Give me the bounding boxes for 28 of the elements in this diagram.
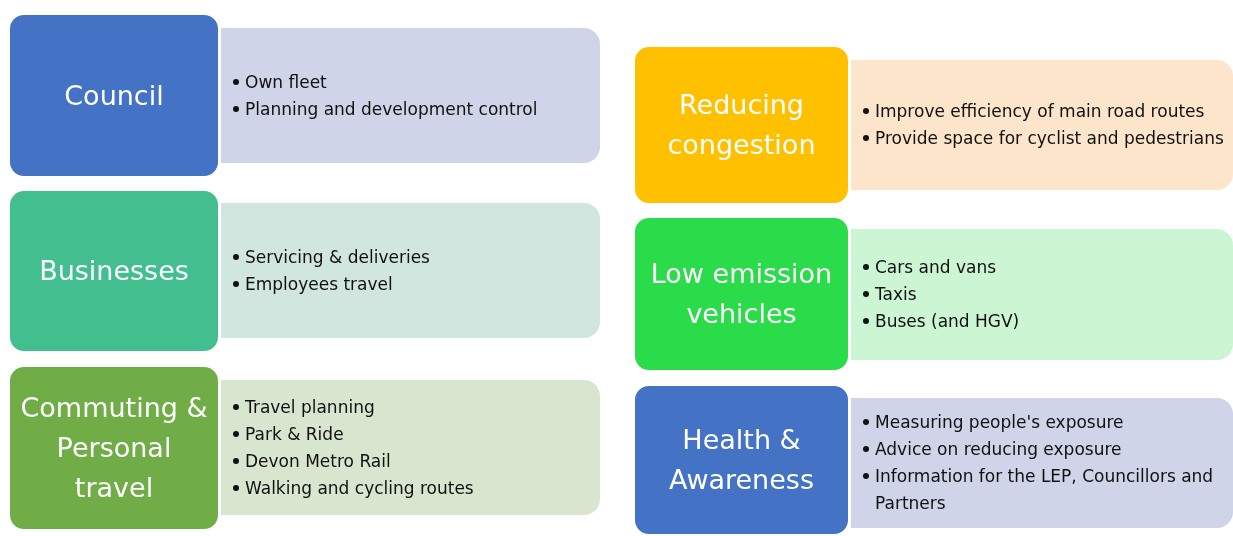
bullet-item: Walking and cycling routes bbox=[245, 476, 474, 500]
detail-panel bbox=[221, 28, 600, 163]
bullet-item: Information for the LEP, Councillors and Partners bbox=[875, 465, 1215, 515]
detail-panel bbox=[851, 398, 1233, 528]
bullet-item: Planning and development control bbox=[245, 97, 538, 121]
bullet-item: Advice on reducing exposure bbox=[875, 438, 1122, 461]
bullet-item: Measuring people's exposure bbox=[875, 411, 1124, 434]
heading-box: Businesses bbox=[8, 189, 220, 353]
bullet-item: Improve efficiency of main road routes bbox=[875, 100, 1205, 123]
bullet-item: Devon Metro Rail bbox=[245, 449, 391, 473]
heading-box: Council bbox=[8, 13, 220, 178]
bullet-item: Provide space for cyclist and pedestrians bbox=[875, 127, 1224, 150]
detail-panel bbox=[851, 229, 1233, 360]
heading-box: Commuting & Personal travel bbox=[8, 365, 220, 531]
bullet-item: Taxis bbox=[875, 283, 917, 306]
heading-box: Health & Awareness bbox=[633, 384, 850, 536]
bullet-item: Employees travel bbox=[245, 272, 393, 296]
detail-panel bbox=[221, 380, 600, 515]
detail-panel bbox=[851, 60, 1233, 190]
bullet-item: Park & Ride bbox=[245, 422, 344, 446]
heading-box: Reducing congestion bbox=[633, 45, 850, 205]
bullet-item: Servicing & deliveries bbox=[245, 245, 430, 269]
heading-box: Low emission vehicles bbox=[633, 216, 850, 372]
detail-panel bbox=[221, 203, 600, 338]
bullet-item: Travel planning bbox=[245, 395, 375, 419]
bullet-item: Buses (and HGV) bbox=[875, 310, 1020, 333]
bullet-item: Cars and vans bbox=[875, 256, 997, 279]
bullet-item: Own fleet bbox=[245, 70, 327, 94]
